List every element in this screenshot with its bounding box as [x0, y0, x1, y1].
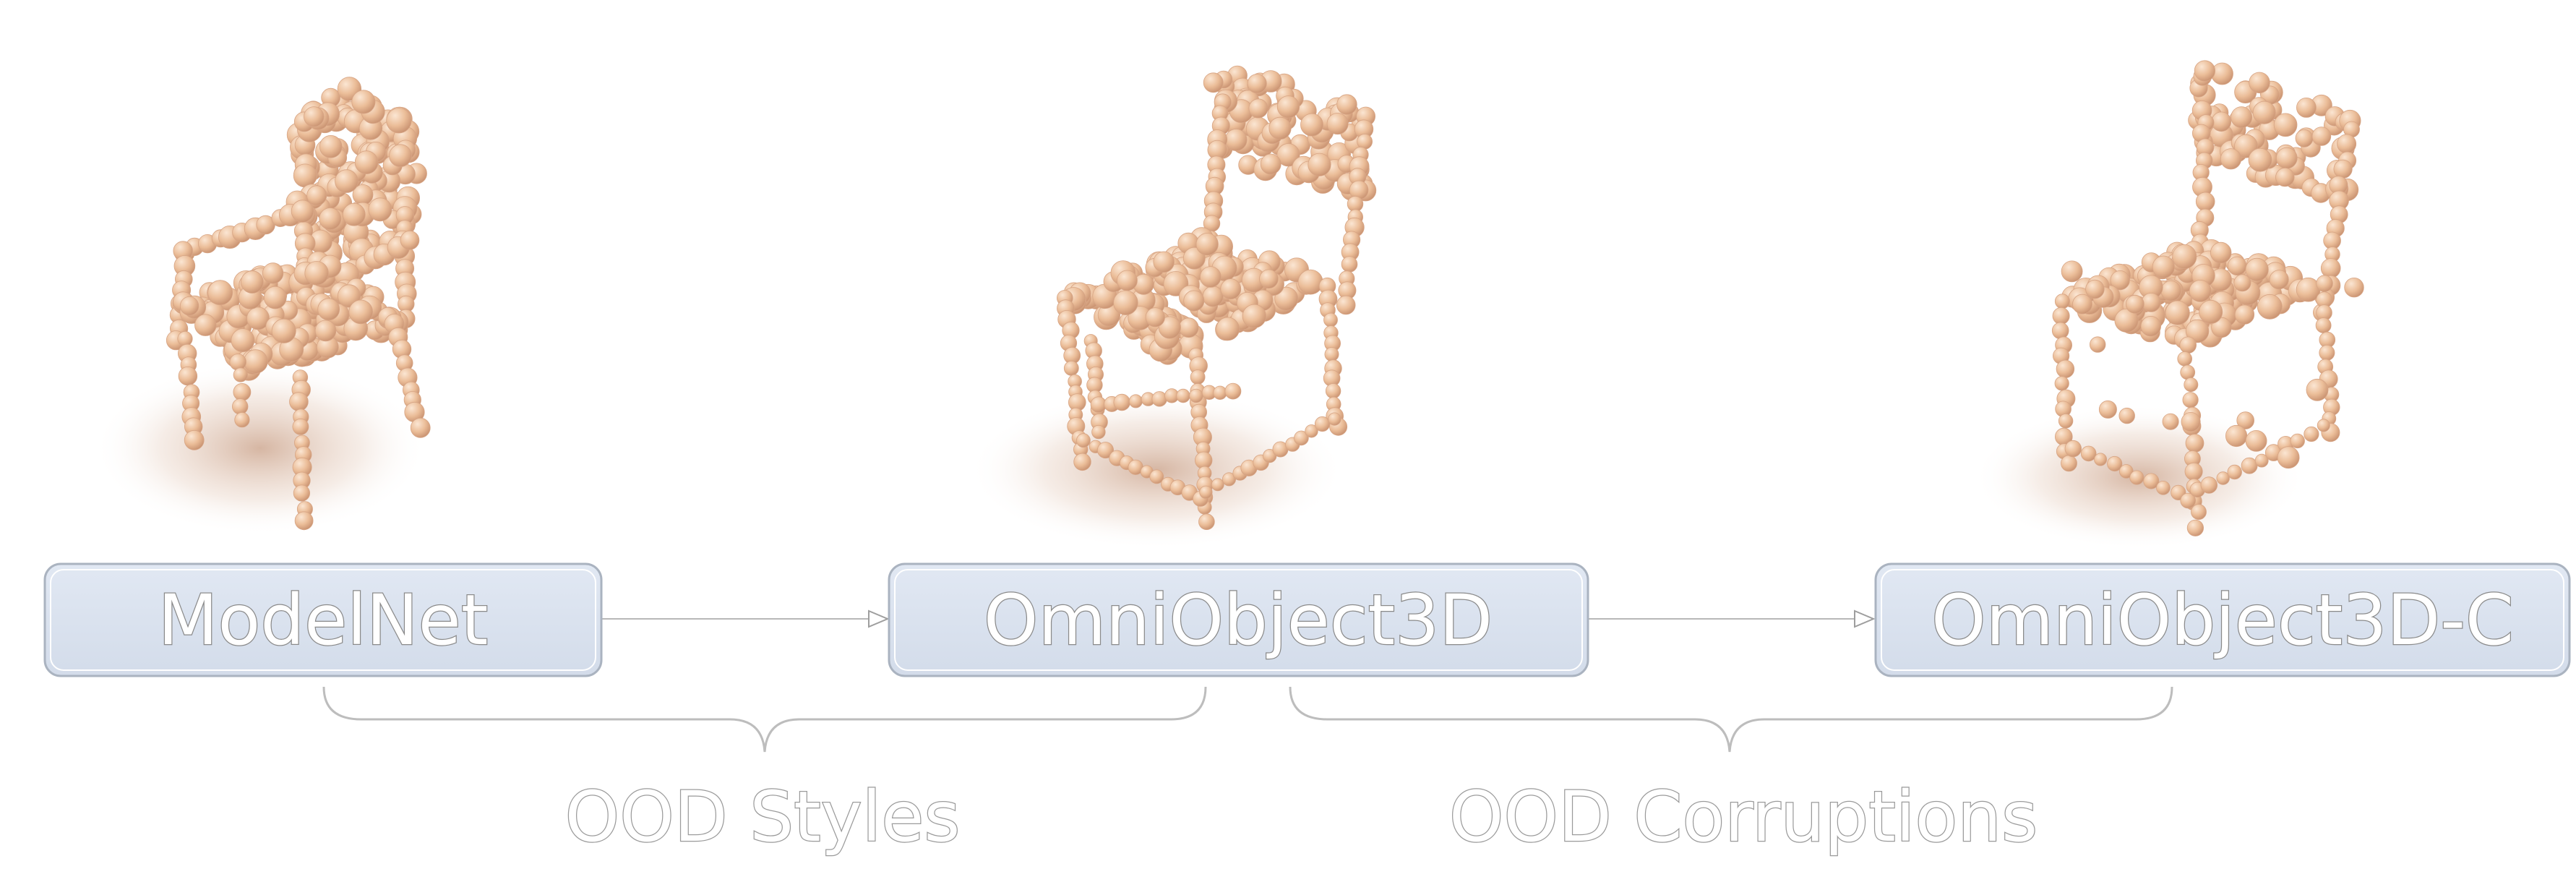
armchair-point-cloud-icon: [94, 77, 431, 535]
bracket-ood-corruptions: [1289, 686, 2173, 753]
group-ood-corruptions-label: OOD Corruptions: [1449, 776, 2038, 857]
node-omniobject3d: OmniObject3D: [888, 562, 1589, 677]
corrupted-chair-point-cloud-icon: [1973, 60, 2364, 549]
node-omniobject3d-label: OmniObject3D: [984, 580, 1493, 661]
node-modelnet-label: ModelNet: [158, 580, 489, 661]
node-omniobject3d-c-label: OmniObject3D-C: [1931, 580, 2514, 661]
node-omniobject3d-c: OmniObject3D-C: [1874, 562, 2571, 677]
node-modelnet: ModelNet: [43, 562, 603, 677]
bracket-ood-styles: [322, 686, 1207, 753]
chair-point-cloud-icon: [969, 65, 1377, 549]
group-ood-styles-label: OOD Styles: [565, 776, 961, 857]
